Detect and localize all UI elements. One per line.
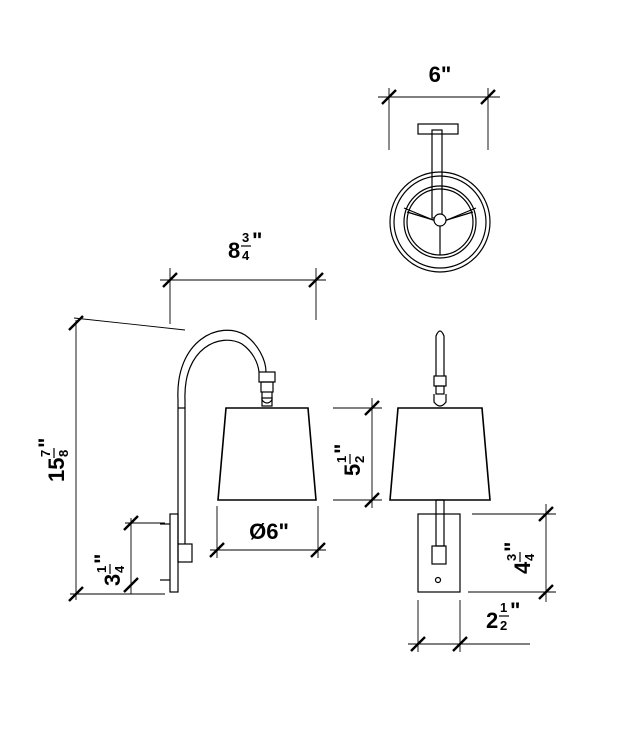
spoke bbox=[441, 207, 477, 223]
svg-text:1: 1 bbox=[334, 456, 349, 463]
svg-text:4: 4 bbox=[522, 553, 537, 561]
finial bbox=[261, 397, 273, 407]
lamp-shade-side bbox=[217, 407, 317, 501]
dim-label-arm-reach-num: 3 bbox=[242, 230, 249, 245]
svg-text:4: 4 bbox=[510, 561, 535, 574]
dim-label-plate-width-whole: 2 bbox=[486, 608, 498, 633]
hub bbox=[433, 213, 447, 227]
spoke bbox=[403, 207, 439, 223]
dim-label-plate-height: 4 3 4 " bbox=[500, 542, 537, 574]
front-arm-stem bbox=[435, 499, 445, 547]
tick-mark bbox=[308, 272, 324, 288]
front-fitting-top bbox=[433, 375, 447, 387]
lamp-shade-front bbox=[389, 407, 491, 501]
svg-text:2: 2 bbox=[352, 456, 367, 463]
dim-label-backplate-height: 3 1 4 " bbox=[90, 554, 127, 586]
tick-mark bbox=[381, 89, 397, 105]
svg-text:": " bbox=[34, 438, 59, 448]
tick-mark bbox=[68, 586, 84, 602]
tick-mark bbox=[209, 542, 225, 558]
front-fitting-bottom bbox=[433, 394, 447, 407]
dim-label-shade-diameter: Ø6" bbox=[249, 519, 289, 544]
dim-label-overall-height: 15 7 8 " bbox=[34, 438, 71, 482]
dim-label-plate-width-num: 1 bbox=[500, 600, 507, 615]
shade-outer-ring bbox=[389, 171, 491, 273]
shade-inner-ring bbox=[393, 175, 487, 269]
svg-text:": " bbox=[90, 554, 115, 564]
ext-line bbox=[73, 317, 186, 331]
svg-text:7: 7 bbox=[38, 450, 53, 457]
dim-label-top-width: 6" bbox=[429, 62, 452, 87]
switch-box bbox=[177, 543, 193, 563]
front-view: 4 3 4 " 2 1 2 " bbox=[389, 330, 556, 652]
svg-text:4: 4 bbox=[112, 565, 127, 573]
dim-label-plate-width-unit: " bbox=[510, 598, 520, 623]
svg-text:15: 15 bbox=[44, 458, 69, 482]
front-backplate bbox=[417, 513, 461, 593]
svg-text:5: 5 bbox=[340, 464, 365, 476]
front-finial bbox=[435, 330, 445, 376]
tick-mark bbox=[68, 315, 84, 331]
tick-mark bbox=[538, 584, 554, 600]
svg-text:3: 3 bbox=[100, 574, 125, 586]
svg-text:": " bbox=[330, 444, 355, 454]
fitting-top bbox=[258, 371, 276, 383]
front-switch-box bbox=[431, 545, 447, 565]
dim-label-shade-height: 5 1 2 " bbox=[330, 444, 367, 476]
tick-mark bbox=[162, 272, 178, 288]
tick-mark bbox=[538, 506, 554, 522]
tick-mark bbox=[123, 577, 139, 593]
wall-backplate bbox=[169, 513, 179, 593]
tick-mark bbox=[123, 515, 139, 531]
top-view: 6" bbox=[378, 62, 500, 273]
tick-mark bbox=[364, 400, 380, 416]
side-view: 8 3 4 " 15 7 8 " 3 1 4 " bbox=[34, 228, 382, 602]
fitting-mid bbox=[260, 381, 274, 393]
tick-mark bbox=[310, 542, 326, 558]
svg-text:": " bbox=[500, 542, 525, 552]
tick-mark bbox=[364, 492, 380, 508]
dim-label-arm-reach-unit: " bbox=[252, 228, 262, 253]
svg-text:3: 3 bbox=[504, 554, 519, 561]
tick-mark bbox=[480, 89, 496, 105]
tick-mark bbox=[410, 636, 426, 652]
tick-mark bbox=[452, 636, 468, 652]
svg-text:8: 8 bbox=[56, 450, 71, 457]
top-mount-plate bbox=[417, 123, 459, 135]
dim-label-arm-reach-whole: 8 bbox=[228, 238, 240, 263]
mount-hole bbox=[434, 576, 442, 584]
front-fitting-mid bbox=[435, 385, 445, 395]
arm-curve-inner bbox=[184, 339, 260, 401]
top-arm bbox=[431, 129, 443, 219]
shade-top-ring bbox=[403, 185, 477, 259]
dim-label-arm-reach-den: 4 bbox=[242, 248, 250, 263]
arm-curve-outer bbox=[177, 329, 267, 401]
dim-label-plate-width-den: 2 bbox=[500, 618, 507, 633]
svg-text:1: 1 bbox=[94, 566, 109, 573]
